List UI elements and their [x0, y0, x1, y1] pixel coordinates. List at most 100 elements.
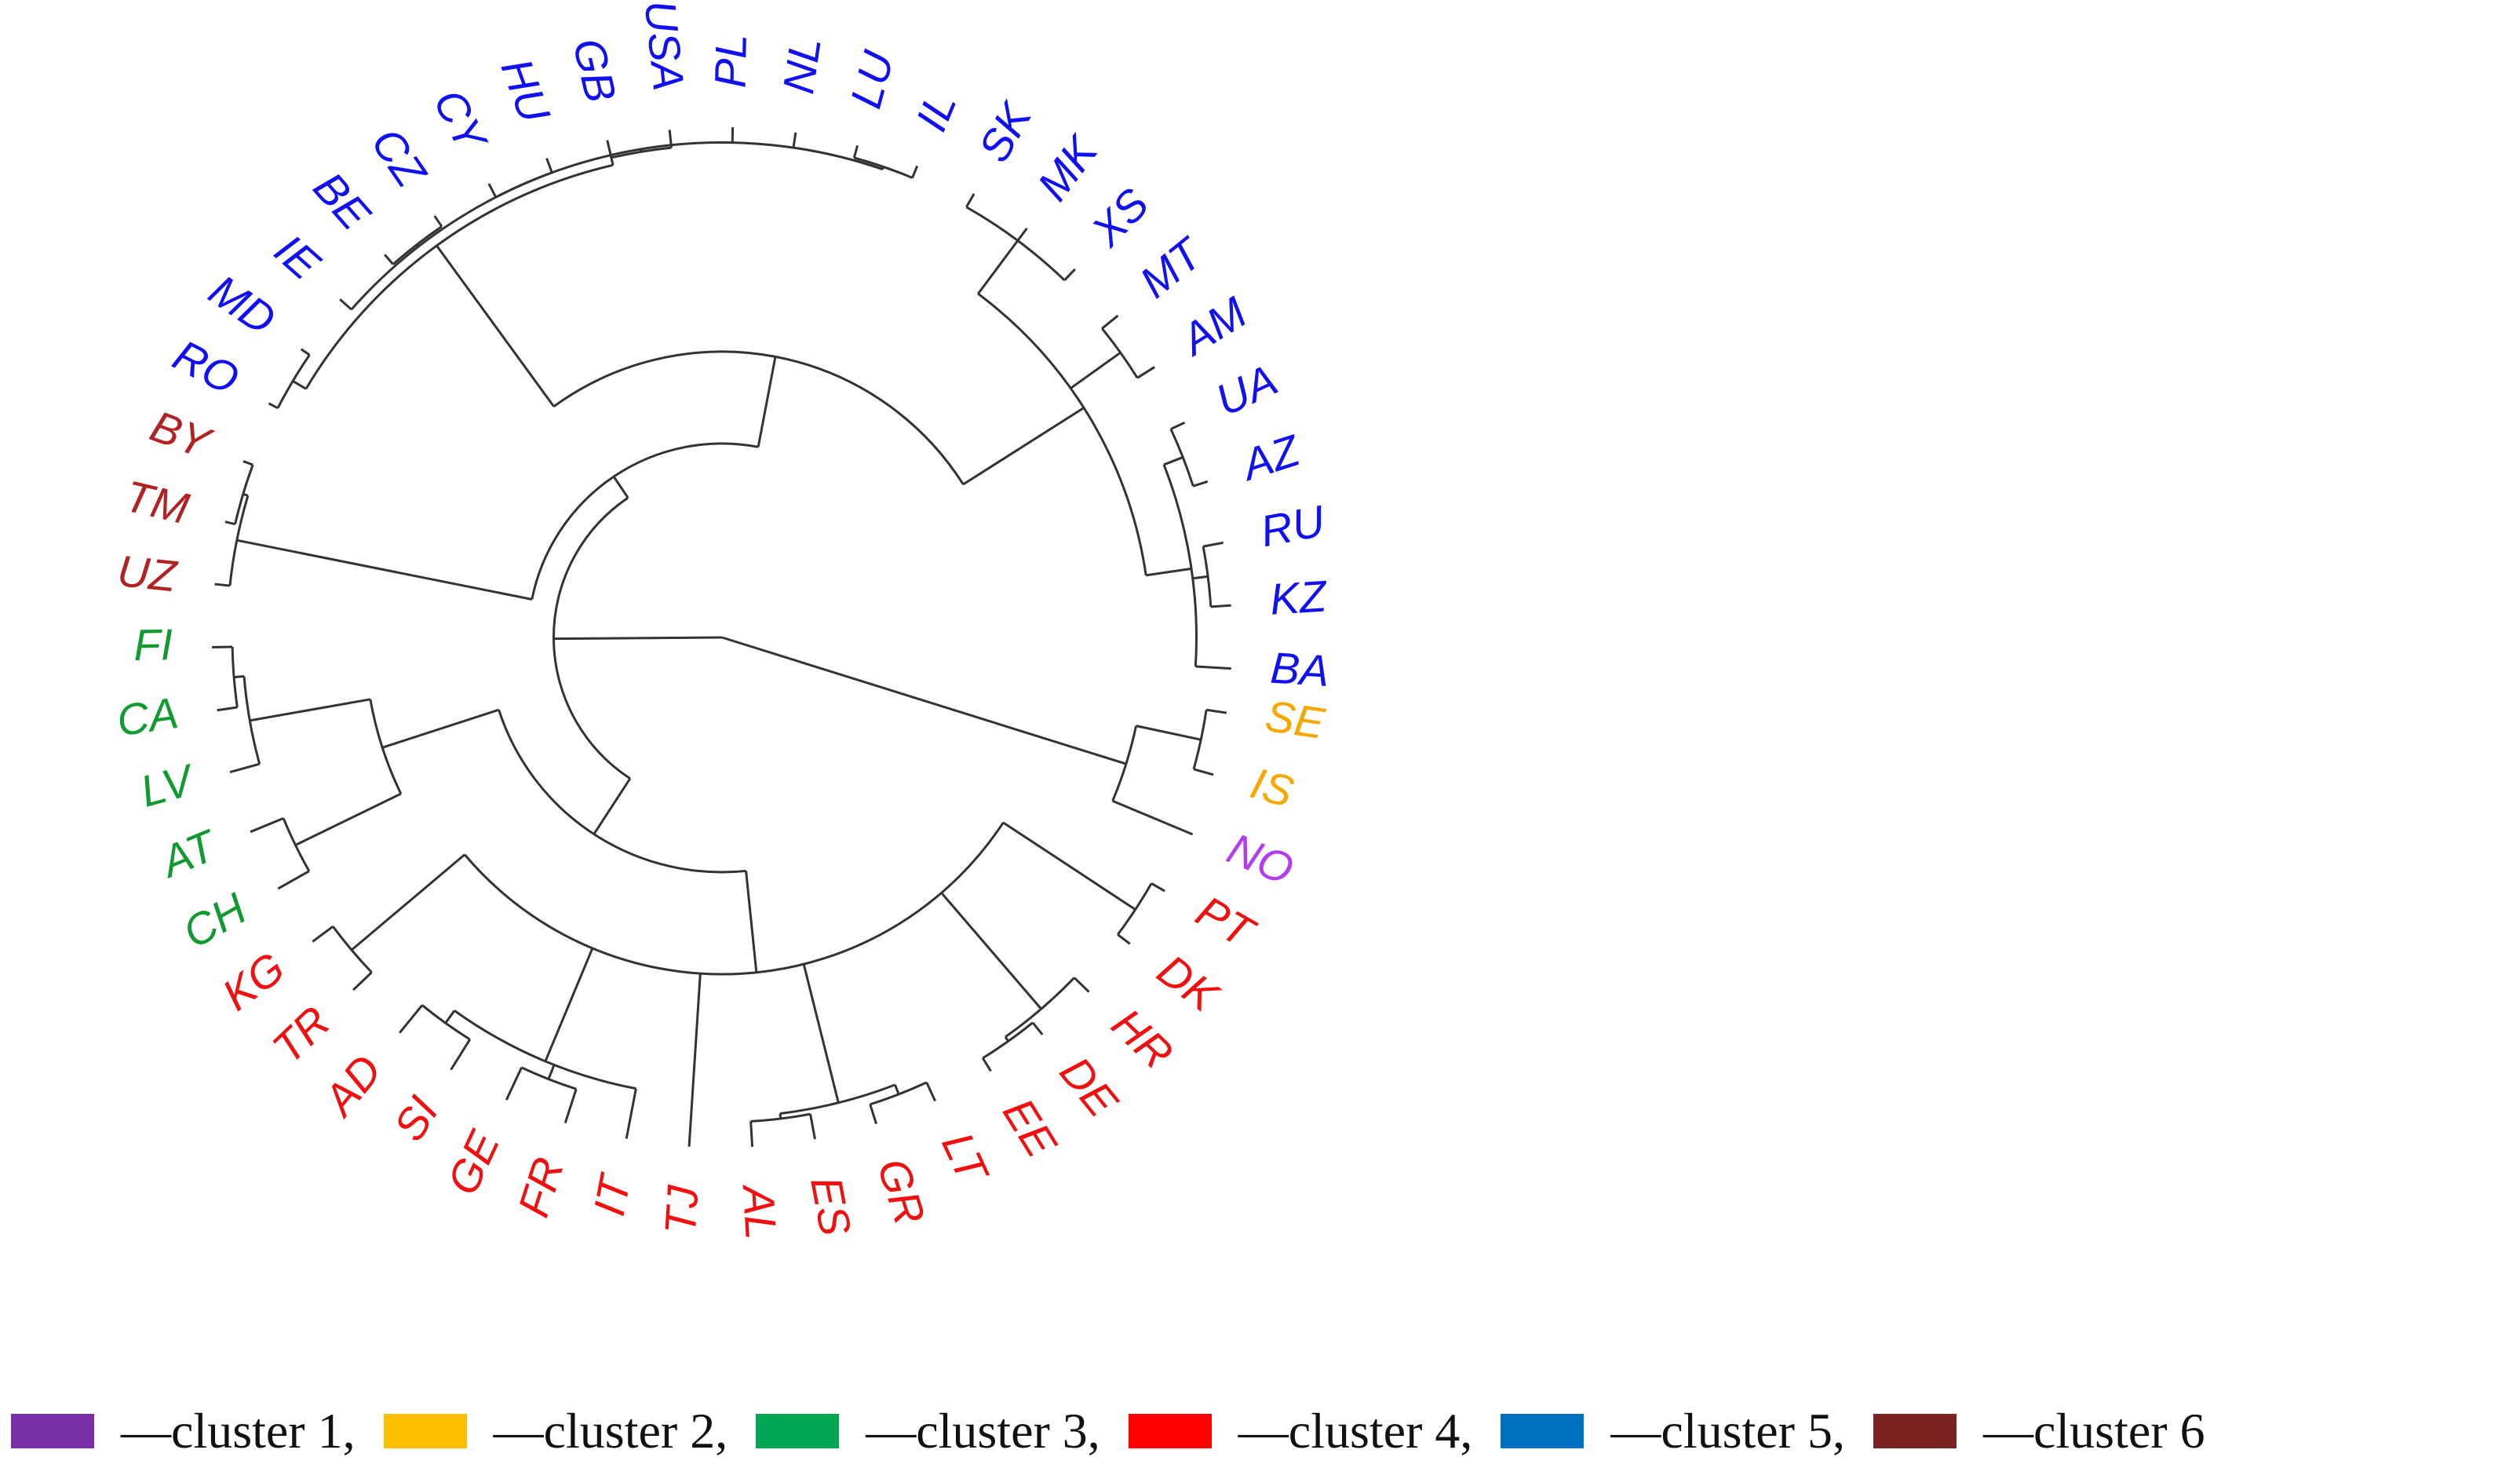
branch-radial-33 [749, 1121, 754, 1147]
branch-radial-4 [1205, 708, 1227, 714]
branch-arc-113 [1162, 464, 1198, 666]
branch-radial-71 [243, 460, 253, 466]
branch-radial-86 [433, 215, 443, 228]
branch-arc-60 [231, 646, 239, 708]
branch-root-0 [721, 636, 1127, 765]
legend-label-cluster-4: —cluster 4, [1238, 1403, 1473, 1459]
leaf-label-xs: XS [1081, 179, 1158, 257]
leaf-label-ru: RU [1256, 495, 1329, 556]
branch-radial-24 [802, 963, 840, 1104]
legend-item-cluster-1: —cluster 1, [11, 1402, 356, 1460]
branch-arc-47 [332, 926, 373, 973]
leaf-label-hr: HR [1103, 999, 1183, 1079]
branch-arc-1 [1111, 725, 1138, 802]
branch-radial-5 [1193, 768, 1214, 776]
cluster-legend: —cluster 1, —cluster 2, —cluster 3, —clu… [11, 1396, 2515, 1466]
branch-radial-37 [625, 1088, 637, 1139]
leaf-label-pl: PL [705, 34, 755, 89]
branch-radial-32 [809, 1113, 816, 1140]
branch-radial-19 [1073, 977, 1090, 993]
branch-radial-110 [1101, 314, 1119, 330]
leaf-label-ca: CA [114, 688, 181, 745]
branch-radial-28 [925, 1082, 936, 1102]
branch-radial-122 [1195, 665, 1231, 670]
legend-label-cluster-3: —cluster 3, [866, 1403, 1100, 1459]
branch-radial-58 [229, 762, 261, 773]
branch-radial-99 [852, 144, 859, 159]
branch-arc-25 [779, 1083, 896, 1115]
branch-radial-44 [450, 1039, 472, 1071]
branch-radial-117 [1192, 480, 1209, 488]
branch-arc-88 [495, 171, 553, 199]
branch-arc-69 [234, 464, 254, 524]
leaf-label-ua: UA [1209, 355, 1285, 425]
legend-swatch-cluster-5 [1501, 1414, 1585, 1448]
leaf-label-ba: BA [1269, 643, 1330, 696]
branch-radial-38 [547, 1064, 556, 1080]
leaf-label-al: AL [734, 1182, 786, 1241]
leaf-label-ad: AD [312, 1046, 391, 1126]
branch-radial-79 [300, 348, 311, 356]
leaf-label-si: SI [384, 1088, 447, 1149]
branch-radial-101 [962, 407, 1085, 486]
leaf-label-is: IS [1245, 758, 1299, 816]
branch-radial-17 [940, 892, 1042, 1010]
dendrogram-svg: SEISNOPTDKHRDEEELTGRESALTJITFRGESIADTRKG… [114, 0, 1330, 1241]
branch-radial-106 [1016, 227, 1028, 242]
branch-radial-72 [757, 356, 777, 447]
branch-radial-70 [224, 520, 235, 526]
branch-radial-50 [381, 708, 500, 749]
leaf-label-pt: PT [1188, 886, 1264, 958]
leaf-label-gb: GB [563, 34, 626, 107]
leaf-label-dk: DK [1149, 944, 1229, 1022]
branch-arc-53 [282, 817, 311, 872]
branch-radial-85 [384, 254, 395, 265]
leaf-label-ie: IE [265, 225, 330, 290]
branch-radial-67 [214, 582, 231, 587]
branch-radial-105 [965, 193, 976, 208]
leaf-label-cz: CZ [362, 119, 436, 197]
leaf-label-ge: GE [437, 1123, 509, 1203]
branch-radial-107 [1063, 268, 1076, 281]
branch-radial-93 [606, 140, 613, 159]
leaf-label-gr: GR [868, 1152, 935, 1230]
branch-arc-77 [276, 354, 311, 409]
dendrogram-branches [212, 127, 1231, 1147]
branch-radial-2 [1136, 725, 1202, 741]
leaf-label-tm: TM [120, 471, 193, 534]
branch-arc-109 [1101, 327, 1139, 379]
leaf-label-be: BE [305, 163, 381, 239]
leaf-label-ee: EE [994, 1090, 1067, 1166]
leaf-label-cy: CY [425, 82, 498, 161]
branch-radial-78 [268, 402, 279, 410]
branch-radial-118 [1192, 575, 1209, 580]
branch-radial-13 [1002, 821, 1136, 911]
branch-radial-29 [869, 1104, 877, 1125]
leaf-label-usa: USA [636, 0, 695, 93]
branch-radial-108 [1070, 351, 1121, 389]
branch-radial-89 [487, 183, 498, 198]
legend-swatch-cluster-1 [11, 1414, 94, 1448]
branch-arc-98 [853, 156, 914, 179]
legend-swatch-cluster-3 [756, 1414, 840, 1448]
branch-radial-16 [1117, 933, 1131, 945]
branch-radial-94 [668, 130, 673, 148]
branch-arc-73 [553, 350, 965, 485]
legend-label-cluster-1: —cluster 1, [121, 1403, 356, 1459]
branch-radial-48 [352, 971, 373, 991]
branch-radial-82 [339, 298, 352, 311]
branch-radial-34 [687, 973, 702, 1147]
legend-item-cluster-2: —cluster 2, [383, 1402, 728, 1460]
branch-arc-51 [369, 699, 403, 794]
leaf-label-tj: TJ [655, 1183, 708, 1236]
branch-arc-102 [977, 293, 1147, 576]
branch-radial-90 [545, 158, 553, 173]
branch-arc-115 [1169, 428, 1194, 487]
branch-radial-65 [236, 539, 533, 601]
branch-arc-18 [1005, 977, 1075, 1039]
branch-arc-66 [228, 495, 250, 586]
branch-radial-120 [1202, 541, 1224, 548]
branch-arc-57 [243, 676, 261, 765]
branch-arc-81 [350, 141, 884, 311]
leaf-label-mt: MT [1130, 227, 1213, 307]
